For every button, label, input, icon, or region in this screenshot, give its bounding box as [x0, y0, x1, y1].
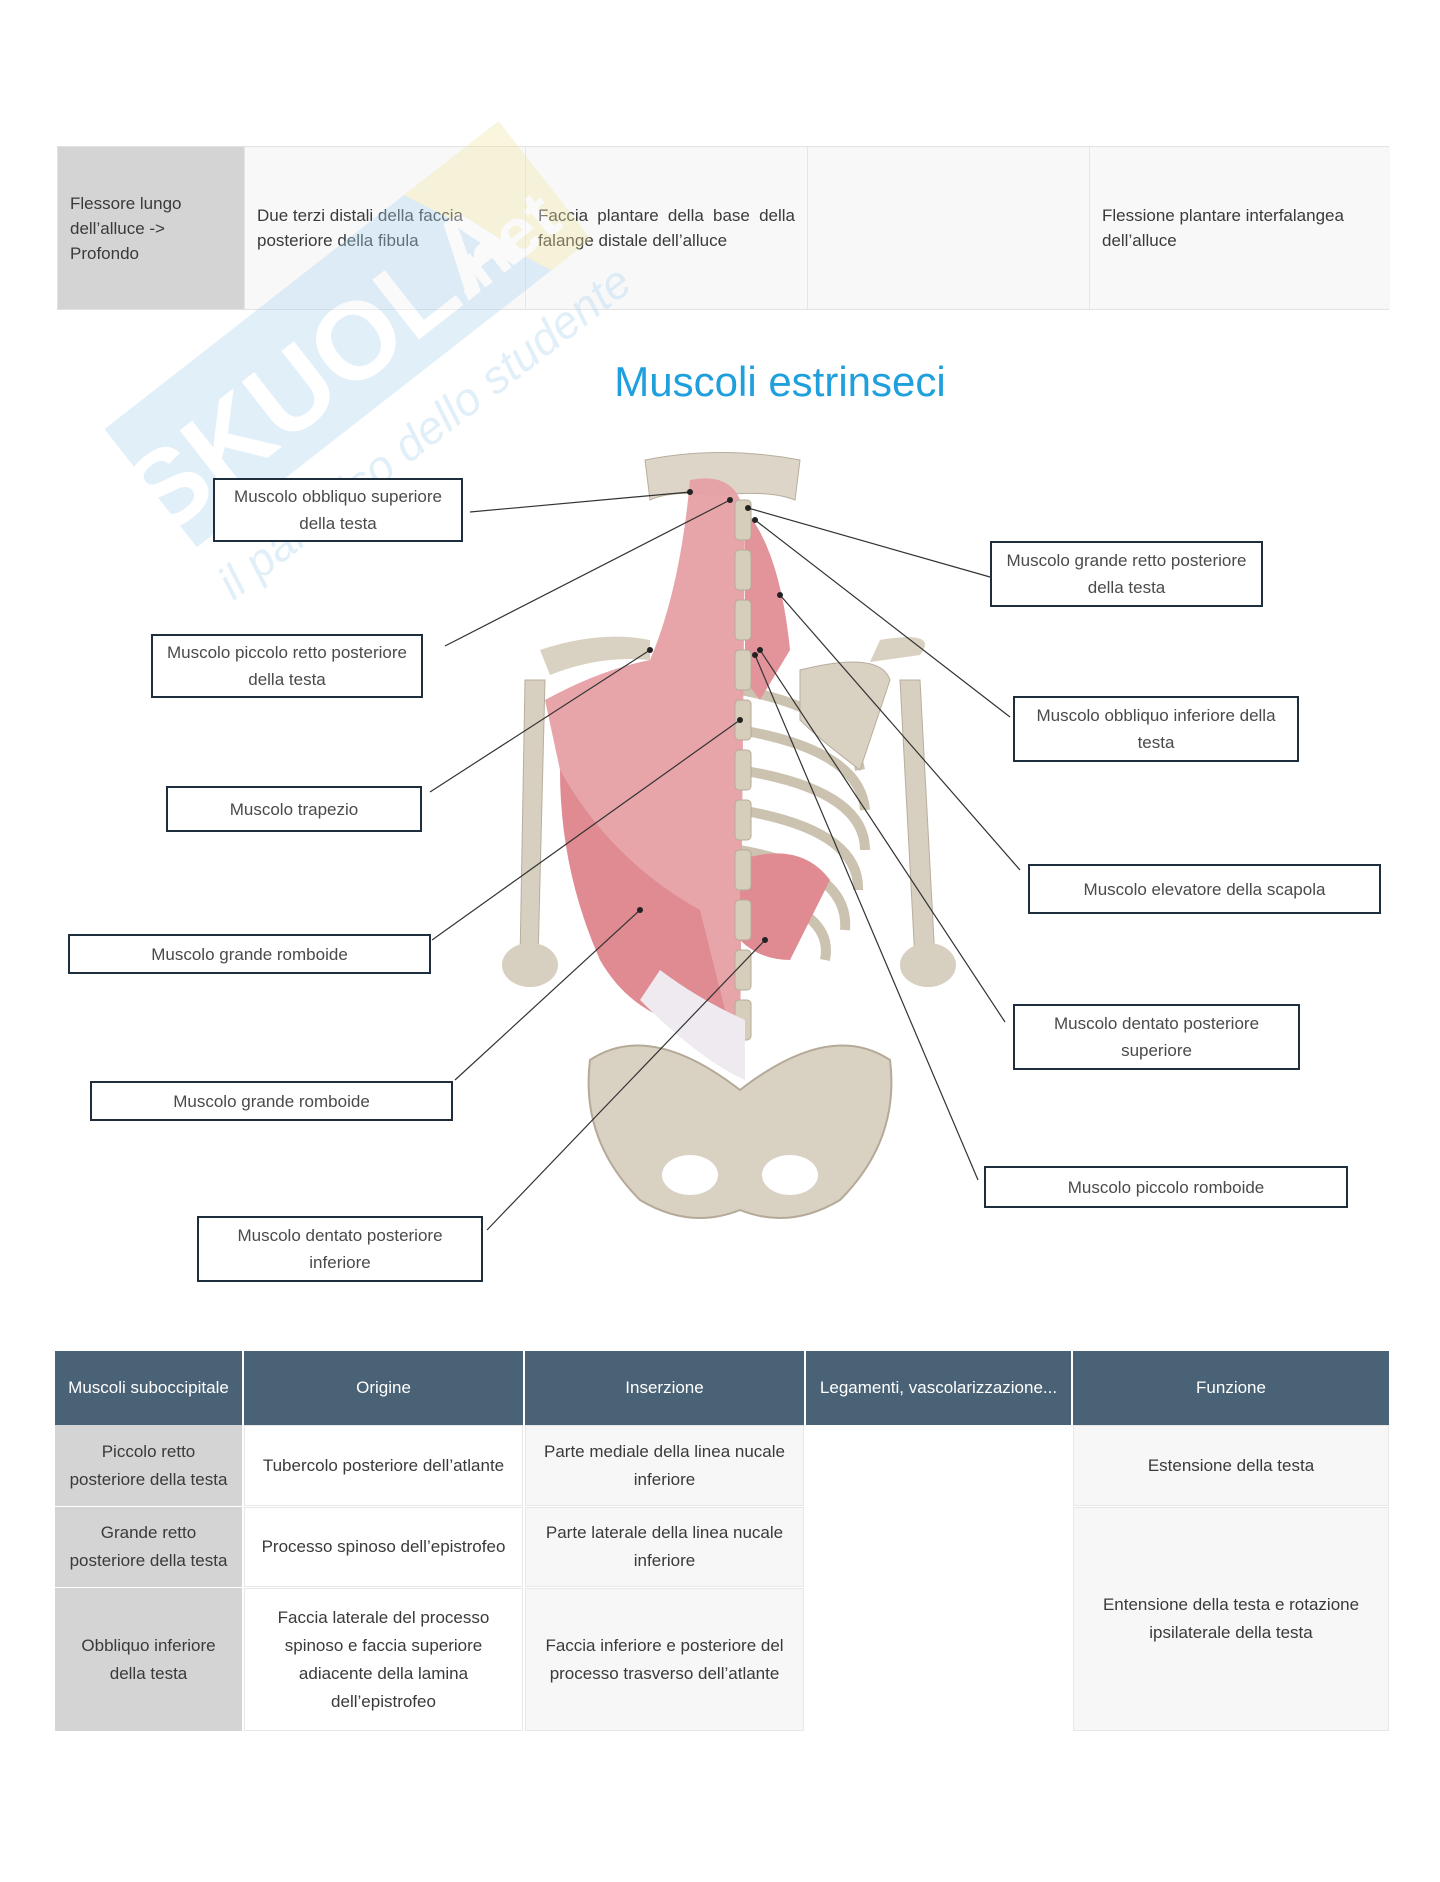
section-title: Muscoli estrinseci — [614, 358, 946, 405]
label-dentato-superiore: Muscolo dentato posteriore superiore — [1013, 1004, 1300, 1070]
label-piccolo-retto: Muscolo piccolo retto posteriore della t… — [151, 634, 423, 698]
label-obliquo-inferiore: Muscolo obbliquo inferiore della testa — [1013, 696, 1299, 762]
row-muscle-obliquo-inferiore: Obbliquo inferiore della testa — [55, 1588, 242, 1731]
muscle-name-cell: Flessore lungo dell’alluce -> Profondo — [58, 147, 245, 309]
function-cell: Flessione plantare interfalangea dell’al… — [1090, 147, 1390, 309]
header-function: Funzione — [1073, 1351, 1389, 1425]
label-grande-retto: Muscolo grande retto posteriore della te… — [990, 541, 1263, 607]
label-dentato-inferiore: Muscolo dentato posteriore inferiore — [197, 1216, 483, 1282]
row-origin: Processo spinoso dell’epistrofeo — [244, 1507, 523, 1587]
header-origin: Origine — [244, 1351, 523, 1425]
row-insertion: Parte mediale della linea nucale inferio… — [525, 1425, 804, 1506]
anatomy-illustration — [429, 452, 1021, 1231]
row-origin: Tubercolo posteriore dell’atlante — [244, 1425, 523, 1506]
label-grande-romboide-1: Muscolo grande romboide — [68, 934, 431, 974]
function-extension: Estensione della testa — [1073, 1425, 1389, 1506]
row-insertion: Parte laterale della linea nucale inferi… — [525, 1507, 804, 1587]
row-origin: Faccia laterale del processo spinoso e f… — [244, 1588, 523, 1731]
label-piccolo-romboide: Muscolo piccolo romboide — [984, 1166, 1348, 1208]
ligaments-cell — [808, 147, 1090, 309]
header-muscles: Muscoli suboccipitale — [55, 1351, 242, 1425]
top-table: Flessore lungo dell’alluce -> Profondo D… — [57, 146, 1390, 310]
label-obliquo-superiore: Muscolo obbliquo superiore della testa — [213, 478, 463, 542]
label-elevatore-scapola: Muscolo elevatore della scapola — [1028, 864, 1381, 914]
label-grande-romboide-2: Muscolo grande romboide — [90, 1081, 453, 1121]
header-insertion: Inserzione — [525, 1351, 804, 1425]
label-trapezio: Muscolo trapezio — [166, 786, 422, 832]
row-muscle-piccolo-retto: Piccolo retto posteriore della testa — [55, 1425, 242, 1506]
function-extension-rotation: Entensione della testa e rotazione ipsil… — [1073, 1507, 1389, 1731]
insertion-cell: Faccia plantare della base della falange… — [526, 147, 808, 309]
row-muscle-grande-retto: Grande retto posteriore della testa — [55, 1507, 242, 1587]
ligaments-empty-cell — [806, 1425, 1071, 1731]
origin-cell: Due terzi distali della faccia posterior… — [245, 147, 526, 309]
header-ligaments: Legamenti, vascolarizzazione... — [806, 1351, 1071, 1425]
suboccipital-table: Muscoli suboccipitale Origine Inserzione… — [55, 1351, 1389, 1731]
row-insertion: Faccia inferiore e posteriore del proces… — [525, 1588, 804, 1731]
